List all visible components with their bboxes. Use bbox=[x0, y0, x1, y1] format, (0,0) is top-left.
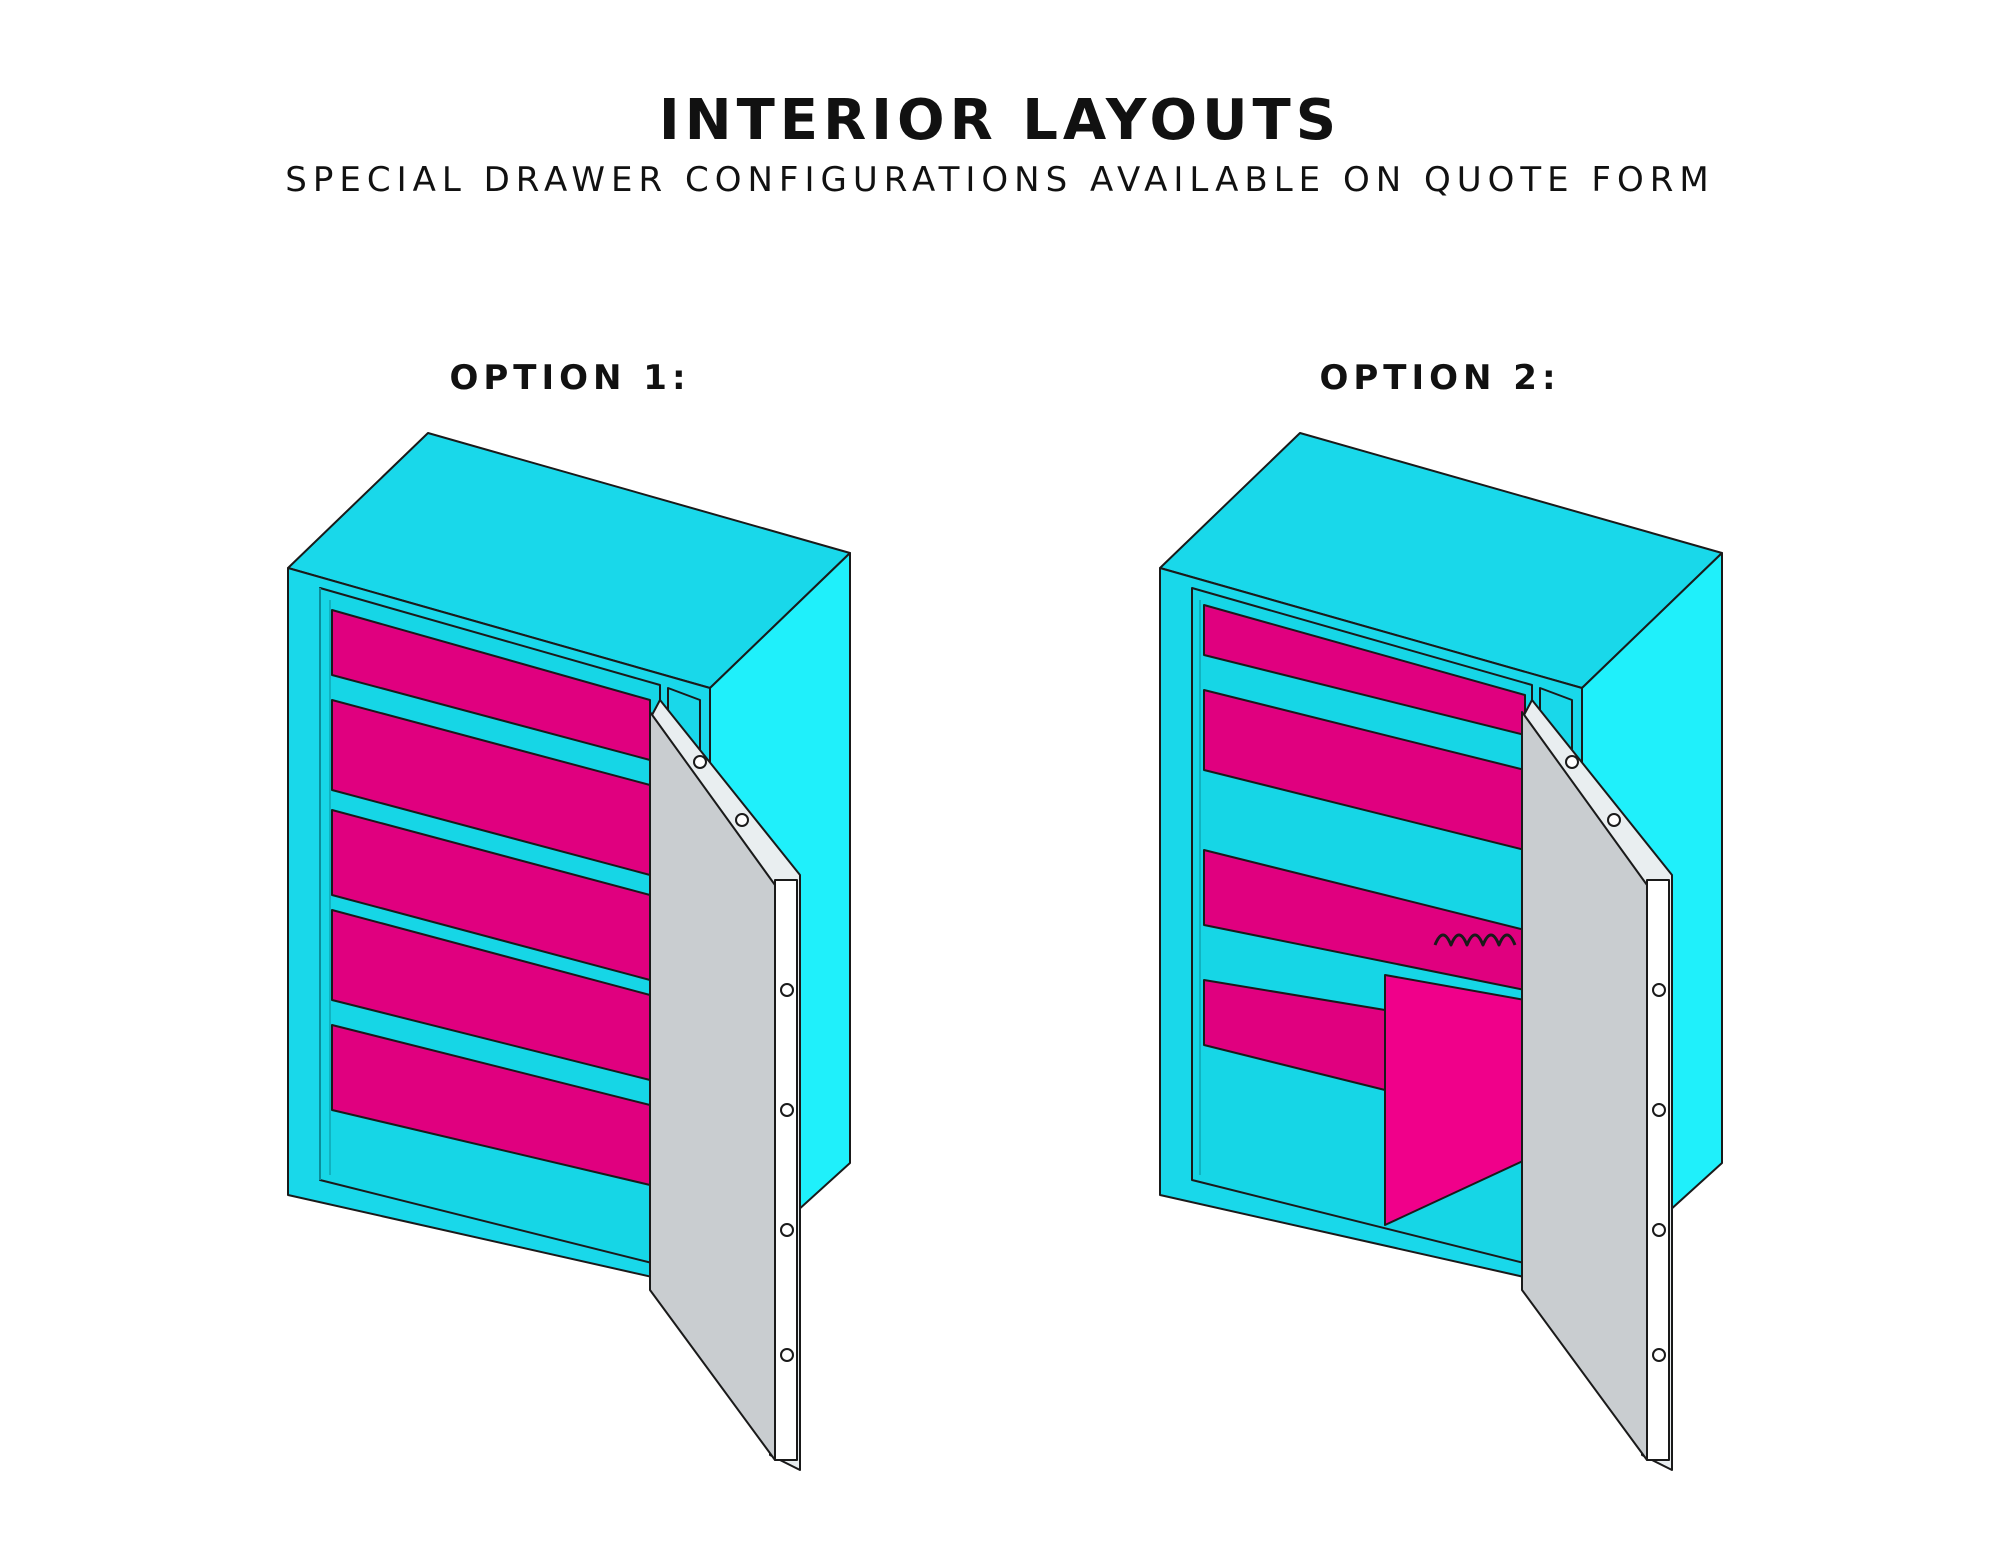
bolt bbox=[780, 983, 794, 997]
bolt bbox=[1565, 755, 1579, 769]
option-1-label: OPTION 1: bbox=[449, 358, 691, 398]
door-hinge-strip bbox=[774, 879, 798, 1461]
gun-rack bbox=[1433, 933, 1517, 947]
bolt bbox=[1652, 1103, 1666, 1117]
door-hinge-strip bbox=[1646, 879, 1670, 1461]
bolt bbox=[1607, 813, 1621, 827]
bolt bbox=[1652, 1348, 1666, 1362]
bolt bbox=[735, 813, 749, 827]
bolt bbox=[780, 1348, 794, 1362]
bolt bbox=[1652, 983, 1666, 997]
bolt bbox=[1652, 1223, 1666, 1237]
bolt bbox=[693, 755, 707, 769]
bolt bbox=[780, 1103, 794, 1117]
option-2-label: OPTION 2: bbox=[1319, 358, 1561, 398]
page-subtitle: SPECIAL DRAWER CONFIGURATIONS AVAILABLE … bbox=[285, 160, 1715, 200]
page-title: INTERIOR LAYOUTS bbox=[658, 88, 1342, 153]
bolt bbox=[780, 1223, 794, 1237]
